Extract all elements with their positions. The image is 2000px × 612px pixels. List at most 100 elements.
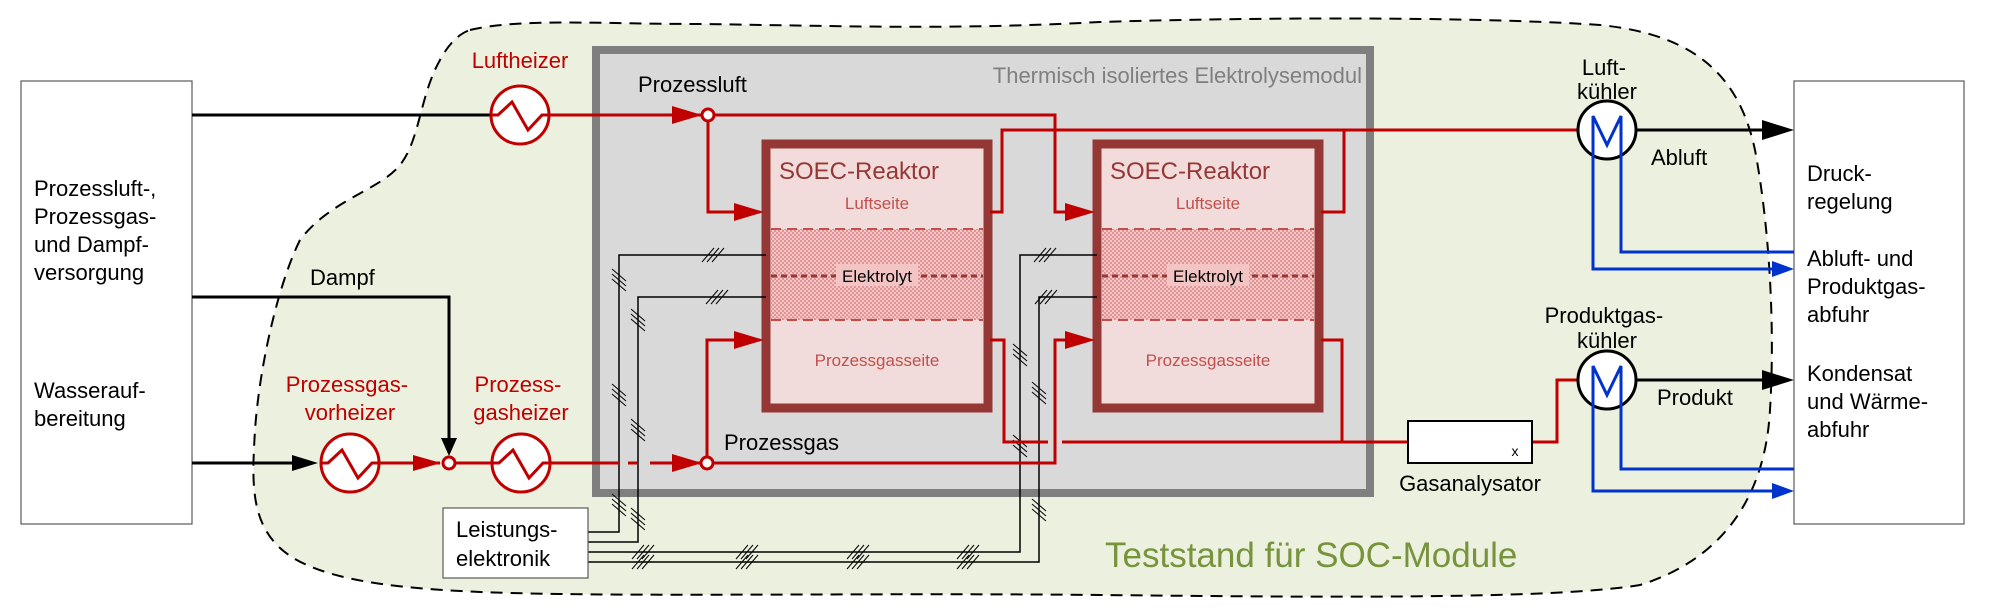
cable-hatch (1012, 353, 1028, 367)
cable-hatch (1031, 498, 1047, 512)
cable-hatch (966, 554, 980, 570)
product-cooler-coolant-in (1591, 400, 1778, 493)
product-label: Produkt (1657, 385, 1733, 410)
cable-hatch (705, 289, 719, 305)
steam-junction-node (441, 455, 457, 471)
cable-hatch (630, 512, 646, 526)
cable-hatch (641, 544, 655, 560)
product-gas-cooler[interactable] (1576, 349, 1638, 411)
air-cooler[interactable] (1576, 99, 1638, 198)
product-cooler-label: Produktgas- kühler (1545, 303, 1670, 353)
heater-icon (492, 447, 550, 481)
cable-hatch (630, 423, 646, 437)
gas-analyzer[interactable]: x (1407, 420, 1533, 464)
cable-hatch (1034, 289, 1048, 305)
cable-hatch (966, 544, 980, 560)
cable-hatch (711, 247, 725, 263)
air-heater[interactable] (489, 84, 551, 146)
cable-hatch (735, 544, 749, 560)
gas-junction-node (699, 455, 715, 471)
cable-hatch (846, 554, 860, 570)
exhaust-removal-label: Abluft- und Produktgas- abfuhr (1807, 246, 1932, 327)
cable-hatch (1039, 289, 1053, 305)
pressure-control-label: Druck- regelung (1807, 161, 1893, 214)
gas-preheater[interactable] (319, 432, 381, 494)
reactor-1-title: SOEC-Reaktor (779, 158, 939, 185)
cable-hatch (611, 383, 627, 397)
cable-hatch (745, 544, 759, 560)
gas-preheater-label: Prozessgas- vorheizer (286, 372, 414, 425)
power-electronics-label: Leistungs- elektronik (456, 517, 564, 571)
reactor-2-electrolyte: Elektrolyt (1173, 267, 1243, 286)
cooler-icon (1591, 115, 1623, 198)
cable-hatch (740, 544, 754, 560)
process-gas-lines (380, 331, 1577, 472)
exhaust-label: Abluft (1651, 145, 1707, 170)
air-cooler-coolant-out (1619, 160, 1794, 254)
steam-arrow-icon (441, 438, 457, 456)
cable-hatch (630, 318, 646, 332)
cable-hatch (630, 308, 646, 322)
reactor-1-air-side: Luftseite (845, 194, 909, 213)
steam-line (192, 295, 451, 450)
reactor-2-title: SOEC-Reaktor (1110, 158, 1270, 185)
reactor-1[interactable]: SOEC-Reaktor Luftseite Elektrolyt Prozes… (761, 139, 993, 413)
cooler-icon (1591, 365, 1623, 400)
air-junction-node (700, 107, 716, 123)
cable-hatch (611, 268, 627, 282)
reactor-1-electrolyte: Elektrolyt (842, 267, 912, 286)
electrical-wiring (588, 247, 1097, 570)
reactor-2[interactable]: SOEC-Reaktor Luftseite Elektrolyt Prozes… (1092, 139, 1324, 413)
cable-hatch (611, 278, 627, 292)
cable-hatch (611, 498, 627, 512)
cable-hatch (1031, 381, 1047, 395)
cable-hatch (745, 554, 759, 570)
water-treatment-label: Wasserauf- bereitung (34, 378, 152, 431)
product-cooler-coolant-out (1619, 400, 1794, 471)
cable-hatch (1012, 343, 1028, 357)
air-cooler-coolant-in (1591, 160, 1778, 271)
supply-box (20, 80, 193, 525)
cable-hatch (956, 554, 970, 570)
cable-hatch (1012, 444, 1028, 458)
cable-hatch (701, 247, 715, 263)
cable-hatch (611, 503, 627, 517)
power-electronics[interactable]: Leistungs- elektronik (442, 507, 589, 579)
heater-icon (321, 447, 379, 481)
cable-hatch (1031, 503, 1047, 517)
cable-hatch (630, 507, 646, 521)
cable-hatch (611, 493, 627, 507)
cable-hatch (631, 544, 645, 560)
reactor-2-gas-side: Prozessgasseite (1146, 351, 1271, 370)
air-heater-label: Luftheizer (472, 48, 569, 73)
gas-heater-label: Prozess- gasheizer (473, 372, 568, 425)
coolant-arrow-icon (1772, 483, 1794, 499)
steam-label: Dampf (310, 265, 376, 290)
cable-hatch (710, 289, 724, 305)
cable-hatch (856, 554, 870, 570)
exhaust-arrow-icon (1762, 120, 1794, 140)
process-air-label: Prozessluft (638, 72, 747, 97)
cable-hatch (1031, 508, 1047, 522)
gas-heater[interactable] (490, 432, 552, 494)
cable-hatch (611, 388, 627, 402)
reactor-2-air-side: Luftseite (1176, 194, 1240, 213)
cable-hatch (641, 554, 655, 570)
water-arrow-icon (292, 455, 318, 471)
module-label: Thermisch isoliertes Elektrolysemodul (993, 63, 1362, 88)
cable-hatch (1043, 247, 1057, 263)
cable-hatch (630, 313, 646, 327)
supply-box-label: Prozessluft-, Prozessgas- und Dampf- ver… (34, 176, 162, 285)
coolant-arrow-icon (1772, 261, 1794, 277)
reactor-1-gas-side: Prozessgasseite (815, 351, 940, 370)
gas-analyzer-mark: x (1512, 443, 1519, 459)
cable-hatch (636, 544, 650, 560)
cable-hatch (630, 517, 646, 531)
cable-hatch (1044, 289, 1058, 305)
cable-hatch (1038, 247, 1052, 263)
process-gas-label: Prozessgas (724, 430, 839, 455)
cable-hatch (851, 554, 865, 570)
cable-hatch (735, 554, 749, 570)
cable-hatch (715, 289, 729, 305)
